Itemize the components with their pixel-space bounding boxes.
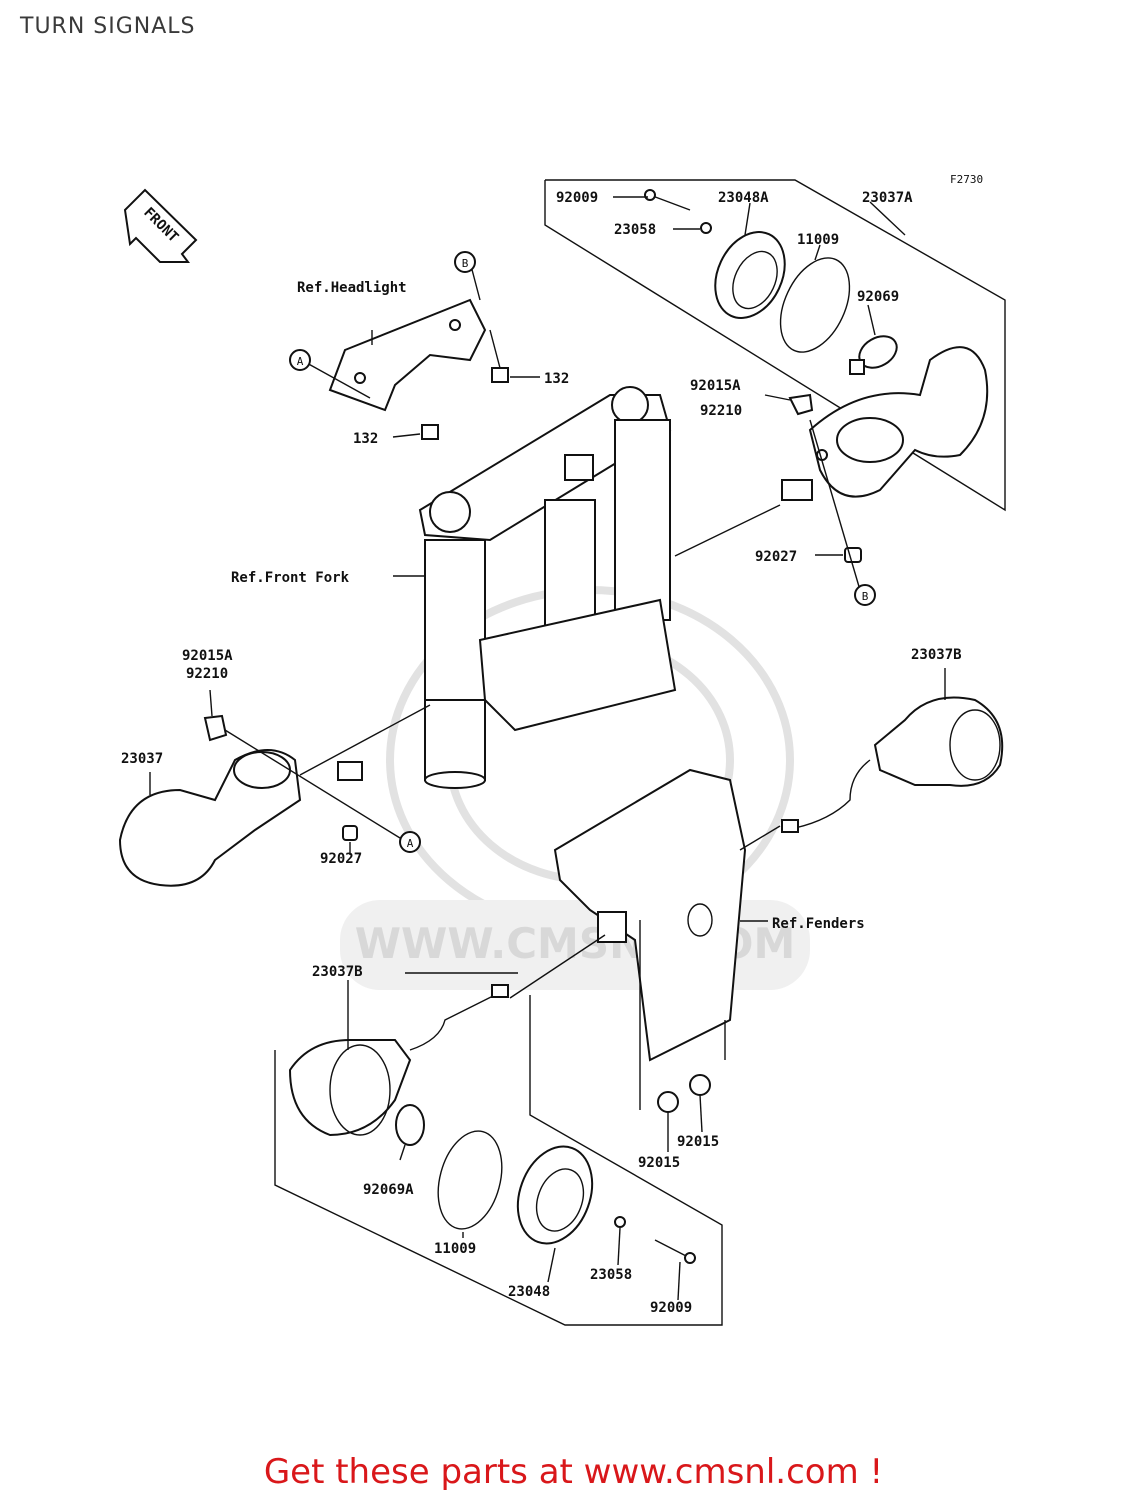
part-23058-bottom: 23058 (590, 1267, 632, 1283)
ref-fenders-label: Ref.Fenders (772, 916, 865, 932)
part-92069A: 92069A (363, 1182, 414, 1198)
part-23037: 23037 (121, 751, 163, 767)
leader-lines (149, 196, 946, 1301)
turn-signal-23037B-bottom (288, 984, 509, 1137)
lens-rim-23048 (516, 1145, 594, 1245)
part-11009-bottom: 11009 (434, 1241, 476, 1257)
bulb-92069 (849, 335, 898, 375)
part-132-left: 132 (353, 431, 378, 447)
connector-b-top: B (454, 251, 476, 273)
part-23037A: 23037A (862, 190, 913, 206)
bulb-92069A (395, 1104, 425, 1146)
part-92015A-left: 92015A (182, 648, 233, 664)
grommet-92015A-left (203, 714, 228, 742)
bolt-132-right (489, 329, 509, 383)
part-92015A-right: 92015A (690, 378, 741, 394)
part-92027-right: 92027 (755, 549, 797, 565)
svg-text:B: B (862, 590, 869, 603)
assembly-box-top (544, 179, 1006, 512)
part-92210-right: 92210 (700, 403, 742, 419)
part-92069: 92069 (857, 289, 899, 305)
page-title: TURN SIGNALS (20, 14, 196, 39)
part-92009-top: 92009 (556, 190, 598, 206)
part-23058-top: 23058 (614, 222, 656, 238)
front-arrow-icon: FRONT (123, 188, 198, 263)
washer-23058-top (700, 222, 712, 234)
svg-text:B: B (462, 257, 469, 270)
screw-92009-top (644, 189, 691, 211)
part-23048A: 23048A (718, 190, 769, 206)
cap-92027-left (342, 825, 358, 841)
part-132-right: 132 (544, 371, 569, 387)
part-92015-b: 92015 (677, 1134, 719, 1150)
part-92027-left: 92027 (320, 851, 362, 867)
lens-rim-23048A (714, 231, 786, 319)
grommet-92015A-right (788, 393, 814, 416)
front-fork (418, 386, 677, 789)
nut-92015-b (689, 1074, 711, 1096)
cap-92027-right (844, 547, 862, 563)
part-11009-top: 11009 (797, 232, 839, 248)
connector-b-right: B (854, 584, 876, 606)
oring-11009-top (779, 257, 851, 353)
ref-front-fork-label: Ref.Front Fork (231, 570, 350, 586)
turn-signal-23037B-right (781, 696, 1004, 833)
part-23037B-bottom: 23037B (312, 964, 363, 980)
svg-text:A: A (297, 355, 304, 368)
nut-92015-a (657, 1091, 679, 1113)
turn-signal-23037A (781, 346, 989, 501)
footer-link[interactable]: Get these parts at www.cmsnl.com ! (263, 1452, 884, 1492)
figure-code: F2730 (950, 173, 983, 186)
headlight-bracket (328, 298, 487, 412)
connector-a-top: A (289, 349, 311, 371)
washer-23058-bottom (614, 1216, 626, 1228)
screw-92009-bottom (654, 1239, 696, 1264)
oring-11009-bottom (437, 1130, 503, 1230)
part-23037B-right: 23037B (911, 647, 962, 663)
ref-headlight-label: Ref.Headlight (297, 280, 407, 296)
svg-text:A: A (407, 837, 414, 850)
fender-bracket (553, 768, 747, 1062)
part-92210-left: 92210 (186, 666, 228, 682)
bolt-132-left (421, 424, 439, 440)
part-23048: 23048 (508, 1284, 550, 1300)
part-92009-bottom: 92009 (650, 1300, 692, 1316)
assembly-box-bottom (274, 995, 723, 1326)
connector-a-left: A (399, 831, 421, 853)
part-92015-a: 92015 (638, 1155, 680, 1171)
